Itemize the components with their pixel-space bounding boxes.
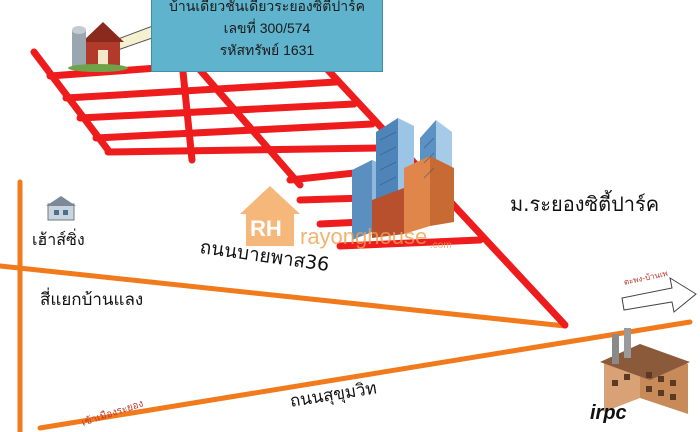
grid-row-2 (62, 78, 340, 102)
asset-code: รหัสทรัพย์ 1631 (219, 42, 315, 58)
grid-row-3 (76, 100, 358, 122)
road-sukhumvit (37, 319, 693, 431)
grid-row-4 (92, 120, 376, 142)
project-label: ม.ระยองซิตี้ปาร์ค (510, 192, 660, 216)
property-info-box: บ้านเดี่ยวชั้นเดียวระยองซิตี้ปาร์ค เลขที… (151, 0, 383, 72)
road-bypass-36 (0, 263, 568, 329)
watermark-domain: .com (430, 240, 452, 251)
direction-arrow-icon (621, 276, 697, 313)
village-road-grid (30, 36, 569, 329)
small-house-icon (46, 196, 76, 221)
watermark-text: rayonghouse (300, 224, 428, 249)
ban-laeng-junction-label: สี่แยกบ้านแลง (40, 290, 144, 310)
lot-number: เลขที่ 300/574 (223, 20, 311, 36)
grid-row-9 (336, 236, 484, 250)
factory-icon (600, 328, 690, 414)
farm-house-icon (68, 22, 128, 72)
irpc-label: irpc (590, 402, 627, 424)
grid-row-5 (104, 144, 384, 156)
city-buildings-icon (352, 118, 454, 240)
watermark-logo (240, 186, 300, 246)
main-roads (0, 179, 693, 432)
housing-label: เฮ้าส์ซิ่ง (32, 230, 85, 249)
property-title: บ้านเดี่ยวชั้นเดียวระยองซิตี้ปาร์ค (169, 0, 365, 14)
watermark-logo-text: RH (250, 216, 282, 241)
